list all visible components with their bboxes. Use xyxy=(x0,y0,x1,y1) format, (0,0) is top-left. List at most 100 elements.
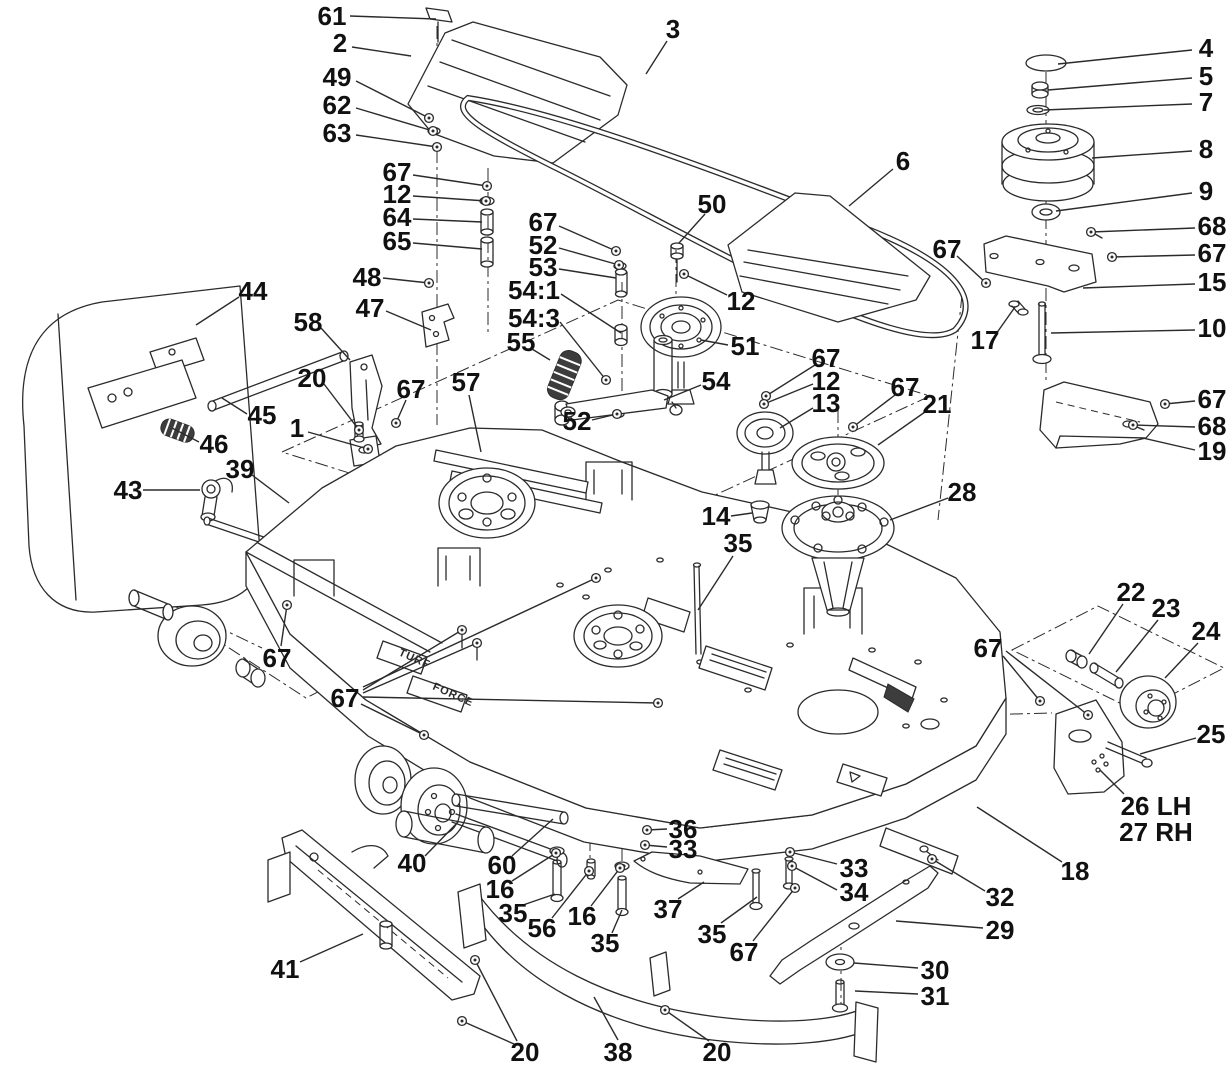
leader-line-20a xyxy=(323,383,360,431)
leader-line-62 xyxy=(355,107,434,132)
callout-61-label: 61 xyxy=(318,1,347,31)
leader-line-28 xyxy=(889,497,949,521)
callout-68b-label: 68 xyxy=(1198,411,1227,441)
callout-67d-label: 67 xyxy=(812,343,841,373)
part-17-pin xyxy=(1008,300,1029,316)
callout-43-label: 43 xyxy=(114,475,143,505)
callout-68a-label: 68 xyxy=(1198,211,1227,241)
leader-line-17 xyxy=(995,306,1016,335)
leader-line-45 xyxy=(221,397,248,415)
fastener-glyph-center-68a xyxy=(1089,230,1093,234)
part-29-blade xyxy=(769,865,939,985)
part-44-discharge-shield xyxy=(22,285,261,613)
callout-64-label: 64 xyxy=(383,202,412,232)
part-54-idler-arm xyxy=(560,334,683,421)
callout-16a-label: 16 xyxy=(486,874,515,904)
leader-line-37 xyxy=(677,881,705,900)
callout-10-label: 10 xyxy=(1198,313,1227,343)
part-21-pulley xyxy=(791,436,885,490)
callout-53-label: 53 xyxy=(529,252,558,282)
fastener-glyph-center-63 xyxy=(435,145,439,149)
leader-line-57 xyxy=(468,394,482,453)
callout-31-label: 31 xyxy=(921,981,950,1011)
part-43-latch xyxy=(200,477,233,522)
leader-line-67k xyxy=(1005,650,1089,716)
callout-36-label: 36 xyxy=(669,814,698,844)
leader-line-54-3 xyxy=(559,321,607,381)
fastener-glyph-center-49 xyxy=(427,116,431,120)
callout-52a-label: 52 xyxy=(529,230,558,260)
fastener-glyph-center-67i xyxy=(285,603,289,607)
callout-20c-label: 20 xyxy=(703,1037,732,1067)
leader-line-20c xyxy=(664,1009,710,1042)
leader-line-35d xyxy=(611,909,623,934)
part-13-idler xyxy=(736,411,794,485)
fastener-glyph-center-67f xyxy=(1110,255,1114,259)
part-30-washer xyxy=(825,953,855,971)
callout-28-label: 28 xyxy=(948,477,977,507)
leader-line-10 xyxy=(1050,329,1196,334)
callout-32-label: 32 xyxy=(986,882,1015,912)
callout-34-label: 34 xyxy=(840,877,869,907)
fastener-glyph-center-20c xyxy=(663,1008,667,1012)
callout-33b-label: 33 xyxy=(669,834,698,864)
fastener-glyph-center-67j xyxy=(656,701,660,705)
leader-line-67f xyxy=(1111,254,1196,258)
leader-line-9 xyxy=(1055,192,1193,212)
fastener-glyph-center-56 xyxy=(587,869,591,873)
part-38-chute xyxy=(457,883,879,1063)
fastener-glyph-center-67j xyxy=(422,733,426,737)
callout-12c-label: 12 xyxy=(812,366,841,396)
fastener-glyph-center-20b xyxy=(473,958,477,962)
callout-9-label: 9 xyxy=(1199,176,1213,206)
front-gauge-wheels xyxy=(354,745,568,868)
deck-spindle-pulley-left xyxy=(438,467,536,539)
callout-67i-label: 67 xyxy=(263,643,292,673)
leader-line-13 xyxy=(779,407,814,429)
callout-51-label: 51 xyxy=(731,331,760,361)
callout-15-label: 15 xyxy=(1198,267,1227,297)
callout-57-label: 57 xyxy=(452,367,481,397)
callout-58-label: 58 xyxy=(294,307,323,337)
fastener-glyph-center-20b xyxy=(460,1019,464,1023)
leader-line-67j xyxy=(362,642,478,694)
callout-39-label: 39 xyxy=(226,454,255,484)
callout-62-label: 62 xyxy=(323,90,352,120)
fastener-glyph-center-67d xyxy=(764,394,768,398)
fastener-glyph-center-12c xyxy=(762,402,766,406)
leader-line-48 xyxy=(382,277,430,284)
leader-line-5 xyxy=(1047,77,1193,91)
leader-line-53 xyxy=(558,268,617,279)
leader-line-7 xyxy=(1043,103,1193,111)
leader-line-52a xyxy=(558,247,620,266)
callout-67a-label: 67 xyxy=(383,157,412,187)
fastener-glyph-center-67h xyxy=(851,425,855,429)
leader-line-54-1 xyxy=(560,293,622,334)
fastener-glyph-center-16a xyxy=(554,851,558,855)
callout-35d-label: 35 xyxy=(591,928,620,958)
leader-line-16b xyxy=(590,867,621,907)
callout-19-label: 19 xyxy=(1198,436,1227,466)
fastener-glyph-center-33a xyxy=(788,850,792,854)
leader-line-61 xyxy=(349,15,437,20)
part-45-rod xyxy=(207,350,349,412)
leader-line-25 xyxy=(1139,737,1197,755)
part-15-bracket xyxy=(983,235,1097,293)
leader-line-2 xyxy=(351,46,412,57)
leader-line-12b xyxy=(683,273,728,296)
leader-line-67c xyxy=(558,225,617,252)
leader-line-46 xyxy=(171,427,200,443)
fastener-glyph-center-68b xyxy=(1131,423,1135,427)
leader-line-1 xyxy=(307,431,369,450)
leader-line-67j xyxy=(360,703,425,736)
callout-44-label: 44 xyxy=(239,276,268,306)
leader-line-67h xyxy=(852,394,896,428)
callout-67b-label: 67 xyxy=(397,374,426,404)
callout-1-label: 1 xyxy=(290,413,304,443)
leader-line-18 xyxy=(976,806,1063,863)
fastener-glyph-center-67j xyxy=(594,576,598,580)
callout-67h-label: 67 xyxy=(891,372,920,402)
part-41-rail xyxy=(281,829,481,1001)
callout-16b-label: 16 xyxy=(568,901,597,931)
